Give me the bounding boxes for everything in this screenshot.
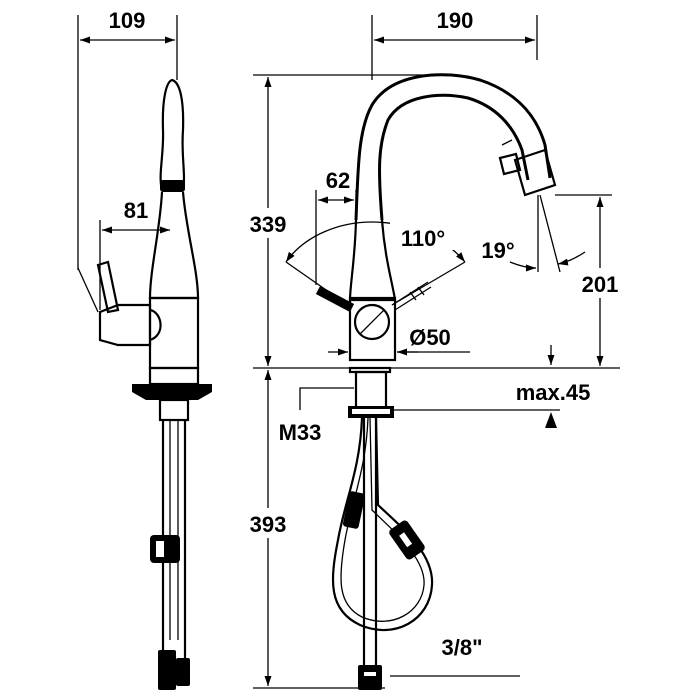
dim-label-109: 109 <box>109 8 146 33</box>
dim-label-m33: M33 <box>279 420 322 445</box>
dim-reach: 190 <box>371 8 538 80</box>
side-spout <box>159 78 186 192</box>
side-lever <box>96 260 120 314</box>
dim-label-62: 62 <box>326 168 350 193</box>
dim-height-above: 339 <box>238 74 620 369</box>
side-view: 109 81 <box>77 8 212 690</box>
front-spout <box>354 73 552 221</box>
dim-outlet-height: 201 <box>555 194 626 366</box>
dim-label-201: 201 <box>582 272 619 297</box>
dim-label-81: 81 <box>124 198 148 223</box>
dim-hose-length: 393 <box>238 370 385 689</box>
dim-side-width: 109 <box>77 8 178 270</box>
dim-thread: M33 <box>279 387 354 445</box>
dim-label-110: 110° <box>401 226 445 251</box>
dim-body-diameter: Ø50 <box>328 325 470 356</box>
dim-label-max45: max.45 <box>516 380 591 405</box>
dim-label-19: 19° <box>481 238 514 263</box>
dim-spray-angle: 19° <box>481 194 586 273</box>
dim-lever-offset: 62 <box>315 168 357 285</box>
dim-label-393: 393 <box>250 512 287 537</box>
front-hose-loop <box>331 417 434 631</box>
front-view: 190 339 393 <box>238 8 626 690</box>
dim-hose-connection: 3/8" <box>390 635 520 677</box>
dim-label-190: 190 <box>437 8 474 33</box>
dim-lever-angle: 110° <box>285 221 466 309</box>
dim-label-diameter: Ø50 <box>409 325 451 350</box>
dim-label-connection: 3/8" <box>441 635 482 660</box>
dim-max-thickness: max.45 <box>390 345 590 428</box>
dim-label-339: 339 <box>250 212 287 237</box>
